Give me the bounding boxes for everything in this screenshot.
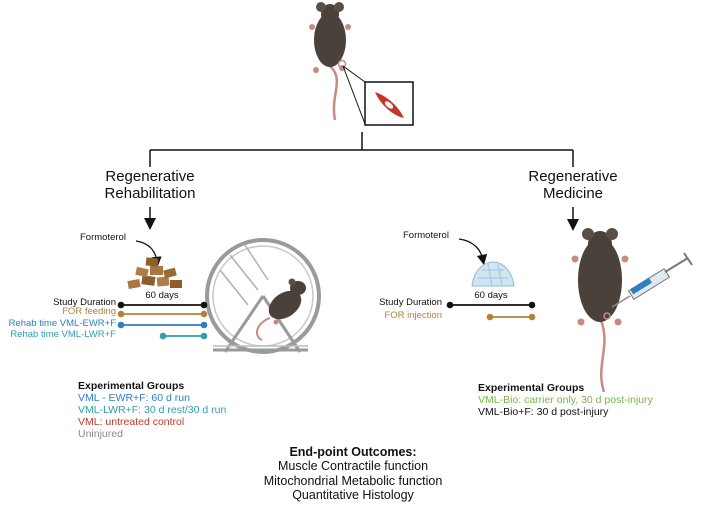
left-row-label-study-duration: Study Duration [53, 297, 116, 309]
outcome-item: Quantitative Histology [292, 488, 414, 503]
left-row-0-text: Study Duration [53, 297, 116, 308]
right-group-item: VML-Bio: carrier only, 30 d post-injury [478, 394, 653, 407]
left-group-item: Uninjured [78, 428, 123, 441]
end-point-outcomes: End-point Outcomes: Muscle Contractile f… [264, 445, 443, 503]
left-row-3-text: Rehab time VML-LWR+F [10, 329, 116, 340]
right-heading-line-2: Medicine [542, 185, 604, 203]
left-heading-line-2: Rehabilitation [104, 185, 196, 203]
food-pellets-icon [127, 257, 182, 289]
syringe-icon [611, 252, 693, 308]
right-timeline [446, 301, 536, 321]
muscle-icon [375, 92, 404, 118]
left-timeline [117, 301, 208, 340]
left-row-label-rehab-ewr: Rehab time VML-EWR+F [8, 318, 116, 330]
left-groups-title: Experimental Groups [78, 380, 185, 392]
left-branch-heading: Regenerative Rehabilitation [105, 168, 196, 203]
branch-connector [149, 132, 574, 167]
right-row-label-for-injection: FOR injection [384, 310, 442, 321]
left-experimental-groups: Experimental Groups VML - EWR+F: 60 d ru… [78, 380, 226, 440]
left-duration-label: 60 days [145, 290, 179, 301]
right-formoterol-arrow [458, 238, 488, 266]
right-drug-label: Formoterol [403, 230, 449, 241]
right-branch-heading: Regenerative Medicine [528, 168, 617, 203]
right-mouse-icon [571, 228, 629, 393]
left-group-item: VML: untreated control [78, 416, 185, 429]
right-experimental-groups: Experimental Groups VML-Bio: carrier onl… [478, 382, 653, 418]
left-drug-label: Formoterol [80, 232, 126, 243]
top-mouse-icon [309, 2, 351, 121]
right-groups-title: Experimental Groups [478, 382, 585, 394]
left-row-label-rehab-lwr: Rehab time VML-LWR+F [10, 329, 116, 341]
left-row-1-text: FOR feeding [62, 306, 116, 317]
outcomes-title: End-point Outcomes: [289, 445, 417, 459]
left-group-item: VML - EWR+F: 60 d run [78, 392, 190, 405]
running-wheel-icon [205, 238, 321, 354]
right-row-label-study-duration: Study Duration [379, 297, 442, 308]
left-heading-line-1: Regenerative [105, 168, 195, 185]
biomaterial-scaffold-icon [471, 261, 515, 287]
outcome-item: Mitochondrial Metabolic function [263, 473, 443, 488]
right-heading-line-1: Regenerative [528, 168, 618, 185]
left-group-item: VML-LWR+F: 30 d rest/30 d run [78, 404, 227, 417]
left-row-2-text: Rehab time VML-EWR+F [8, 318, 116, 329]
outcome-item: Muscle Contractile function [277, 459, 429, 474]
running-mouse-icon [255, 278, 306, 341]
muscle-zoom-callout [342, 65, 414, 126]
right-group-item: VML-Bio+F: 30 d post-injury [478, 406, 609, 419]
right-duration-label: 60 days [474, 290, 508, 301]
left-row-label-for-feeding: FOR feeding [62, 306, 116, 318]
